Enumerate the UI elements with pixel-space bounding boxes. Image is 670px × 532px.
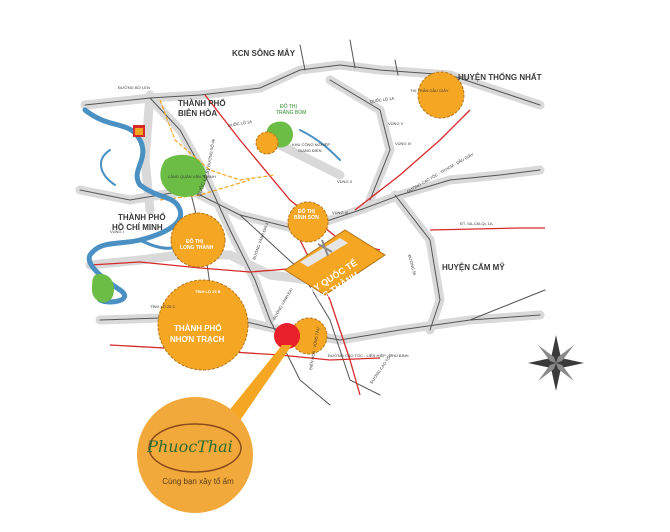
label-nhon-trach-2: NHƠN TRẠCH xyxy=(170,335,225,344)
label-huyen-cam-my: HUYỆN CẨM MỸ xyxy=(442,263,505,272)
label-kcn-song-may: KCN SÔNG MÂY xyxy=(232,49,296,58)
label-tinh-lo-25c: TỈNH LỘ 25 C xyxy=(150,304,175,309)
label-bien-hoa-1: THÀNH PHỐ xyxy=(178,98,226,108)
label-ql1a-east: QUỐC LỘ 1A xyxy=(369,96,394,104)
label-khu-cong-nghiep: KHU CÔNG NGHIỆP xyxy=(292,142,330,147)
label-do-thi-long-thanh-2: LONG THÀNH xyxy=(180,244,214,251)
park-ben-quan xyxy=(160,154,206,197)
label-do-thi-trang-bom-2: TRẢNG BOM xyxy=(276,109,306,116)
green-areas xyxy=(92,121,293,303)
factory-icon xyxy=(133,125,145,137)
label-tri-tran-dau-giay: THỊ TRẤN DẦU GIÂY xyxy=(410,88,449,93)
area-giang-dien xyxy=(255,131,279,155)
area-long-thanh xyxy=(170,212,226,268)
project-location-marker[interactable] xyxy=(274,323,300,349)
label-hcm-1: THÀNH PHỐ xyxy=(118,212,166,222)
airplane-icon xyxy=(317,239,333,257)
label-vung-iv: VÙNG IV xyxy=(395,141,412,146)
label-duong-cao-toc-bottom: ĐƯỜNG CAO TỐC - LIÊN HIỆP - PHÚ BÌNH xyxy=(328,353,409,358)
label-vanh-dai: ĐƯỜNG VÀNH ĐAI 3 xyxy=(251,221,269,260)
label-vung-ii: VÙNG II xyxy=(337,179,352,184)
brand-badge[interactable]: PhuocThai Cùng bạn xây tổ ấm xyxy=(137,397,253,513)
label-giang-dien: GIANG ĐIỀN xyxy=(298,148,322,153)
label-vung-iii: VÙNG III xyxy=(332,210,348,215)
area-nhon-trach xyxy=(157,279,249,371)
label-do-thi-binh-son-1: ĐÔ THỊ xyxy=(298,207,316,215)
airport: SÂN BAY QUỐC TẾ LONG THÀNH xyxy=(283,229,386,311)
label-do-thi-binh-son-2: BÌNH SƠN xyxy=(294,213,319,221)
label-ben-quan: LÀNG QUÂN VĂN THÀNH xyxy=(168,174,216,179)
park-small xyxy=(92,274,115,303)
brand-badge-bg xyxy=(137,397,253,513)
label-huyen-thong-nhat: HUYỆN THỐNG NHẤT xyxy=(458,72,542,82)
label-nhon-trach-1: THÀNH PHỐ xyxy=(174,323,222,333)
highlight-areas xyxy=(157,71,465,371)
label-hcm-2: HỒ CHÍ MINH xyxy=(112,222,163,232)
label-ql1a-west: QUỐC LỘ 1A xyxy=(227,119,252,128)
label-do-thi-long-thanh-1: ĐÔ THỊ xyxy=(186,237,204,245)
label-do-thi-trang-bom-1: ĐÔ THỊ xyxy=(280,103,297,110)
area-dau-giay xyxy=(417,71,465,119)
label-duong-bo-len: ĐƯỜNG BỜ LEN xyxy=(118,85,150,90)
label-tinh-lo-25b: TỈNH LỘ 25 B xyxy=(195,289,221,294)
compass-rose-icon xyxy=(528,335,584,391)
brand-name: PhuocThai xyxy=(146,437,233,456)
label-vung-v: VÙNG V xyxy=(388,121,404,126)
label-bien-hoa-2: BIÊN HÒA xyxy=(178,109,217,118)
label-duong-46: ĐƯỜNG SỐ 46 xyxy=(206,138,216,167)
label-vung-i: VÙNG I xyxy=(110,229,124,234)
brand-swoosh-icon xyxy=(148,423,242,473)
label-ql-56: ĐƯỜNG 56 xyxy=(407,254,418,277)
label-dt-sa-cm: ĐT. SA-CM-QL 1A xyxy=(460,221,493,226)
area-binh-son xyxy=(287,201,329,243)
brand-slogan: Cùng bạn xây tổ ấm xyxy=(162,477,234,486)
